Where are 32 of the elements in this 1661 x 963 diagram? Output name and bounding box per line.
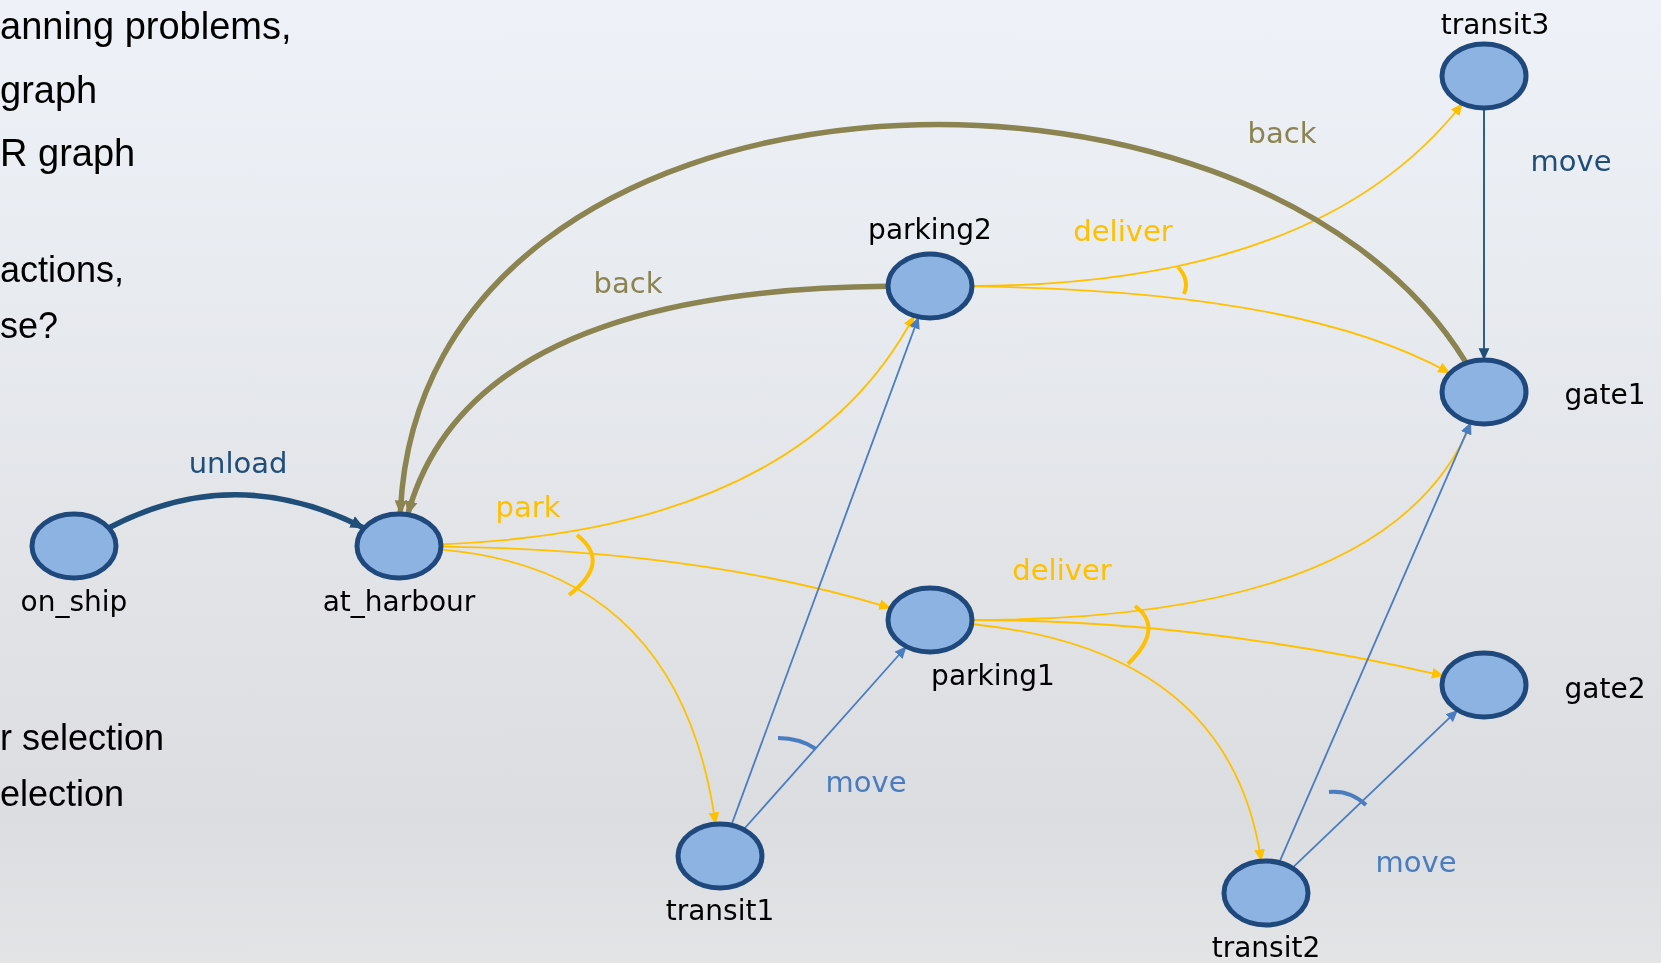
arrow bbox=[972, 285, 1451, 374]
edge-label: unload bbox=[188, 446, 288, 480]
state-label: on_ship bbox=[20, 584, 128, 618]
state-label: transit2 bbox=[1211, 930, 1321, 963]
arrow bbox=[743, 646, 907, 830]
arrow bbox=[108, 492, 365, 531]
slide-text: se? bbox=[0, 305, 59, 347]
edge-label: deliver bbox=[1012, 553, 1112, 587]
state-label: at_harbour bbox=[322, 584, 476, 618]
edge-label: park bbox=[495, 490, 561, 524]
state-label: parking2 bbox=[868, 212, 992, 246]
arrow bbox=[441, 545, 892, 611]
edge-label: move bbox=[825, 765, 907, 799]
state-label: gate2 bbox=[1564, 671, 1646, 705]
slide-text: anning problems, bbox=[0, 4, 292, 48]
state-label: transit3 bbox=[1440, 7, 1550, 41]
edge-label: deliver bbox=[1073, 214, 1173, 248]
slide-text: r selection bbox=[0, 717, 165, 759]
edge-label: back bbox=[1247, 116, 1317, 150]
slide-text: graph bbox=[0, 68, 98, 112]
state-label: gate1 bbox=[1564, 377, 1646, 411]
arrow bbox=[1278, 422, 1472, 863]
edge-label: move bbox=[1530, 144, 1612, 178]
edge-label: back bbox=[593, 266, 663, 300]
state-label: parking1 bbox=[931, 658, 1055, 692]
state-label: transit1 bbox=[665, 893, 775, 927]
slide-text: election bbox=[0, 773, 125, 815]
arrow bbox=[1292, 709, 1458, 869]
edge-label: move bbox=[1375, 845, 1457, 879]
arrow bbox=[441, 315, 915, 546]
slide-text: actions, bbox=[0, 249, 125, 291]
slide-text: R graph bbox=[0, 131, 136, 175]
